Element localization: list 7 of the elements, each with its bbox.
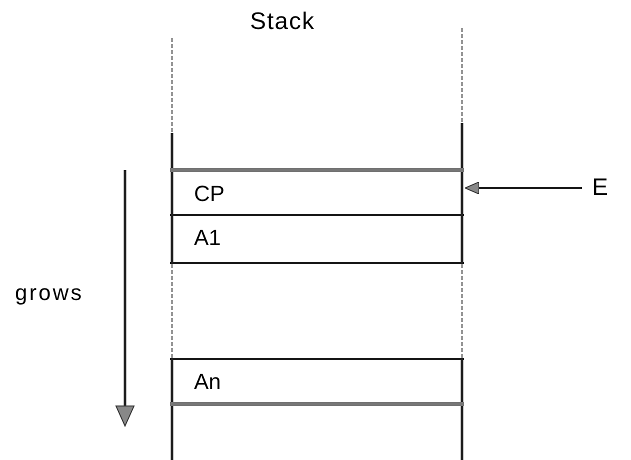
stack-frame: An bbox=[170, 358, 464, 406]
direction-label: grows bbox=[15, 280, 84, 306]
pointer-label: E bbox=[592, 174, 608, 202]
stack-frame: CP bbox=[170, 168, 464, 216]
column-heading: Stack bbox=[250, 8, 316, 36]
arrow bbox=[464, 182, 582, 194]
stack-frame: A1 bbox=[170, 214, 464, 264]
